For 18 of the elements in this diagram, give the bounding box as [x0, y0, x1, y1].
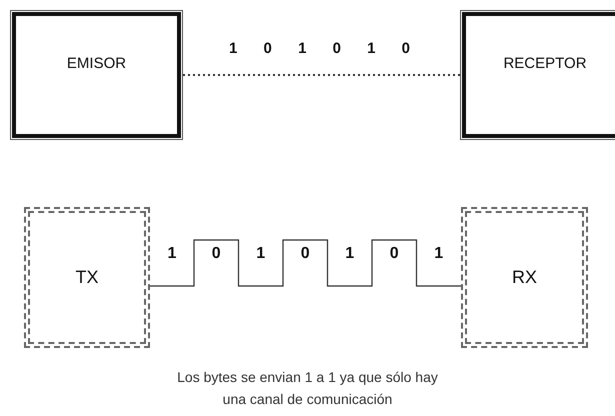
bit-label: 1 [256, 245, 266, 263]
node-label: TX [75, 267, 98, 288]
node-label: RECEPTOR [503, 54, 587, 72]
node-label: EMISOR [66, 54, 126, 72]
signal-line [150, 239, 461, 287]
device-box [460, 10, 615, 140]
device-box [10, 10, 183, 140]
bit-label: 1 [434, 245, 444, 263]
bit-label: 0 [300, 245, 310, 263]
caption: Los bytes se envian 1 a 1 ya que sólo hay una canal de comunicación [176, 368, 439, 409]
dotted-line [183, 74, 460, 76]
bit-label: 1 [168, 245, 176, 263]
bit-label: 0 [212, 245, 221, 263]
port-box [24, 207, 150, 348]
bit-label: 1 [345, 245, 354, 263]
node-label: RX [512, 267, 537, 288]
port-box [461, 207, 588, 348]
bit-label: 0 [390, 245, 399, 263]
